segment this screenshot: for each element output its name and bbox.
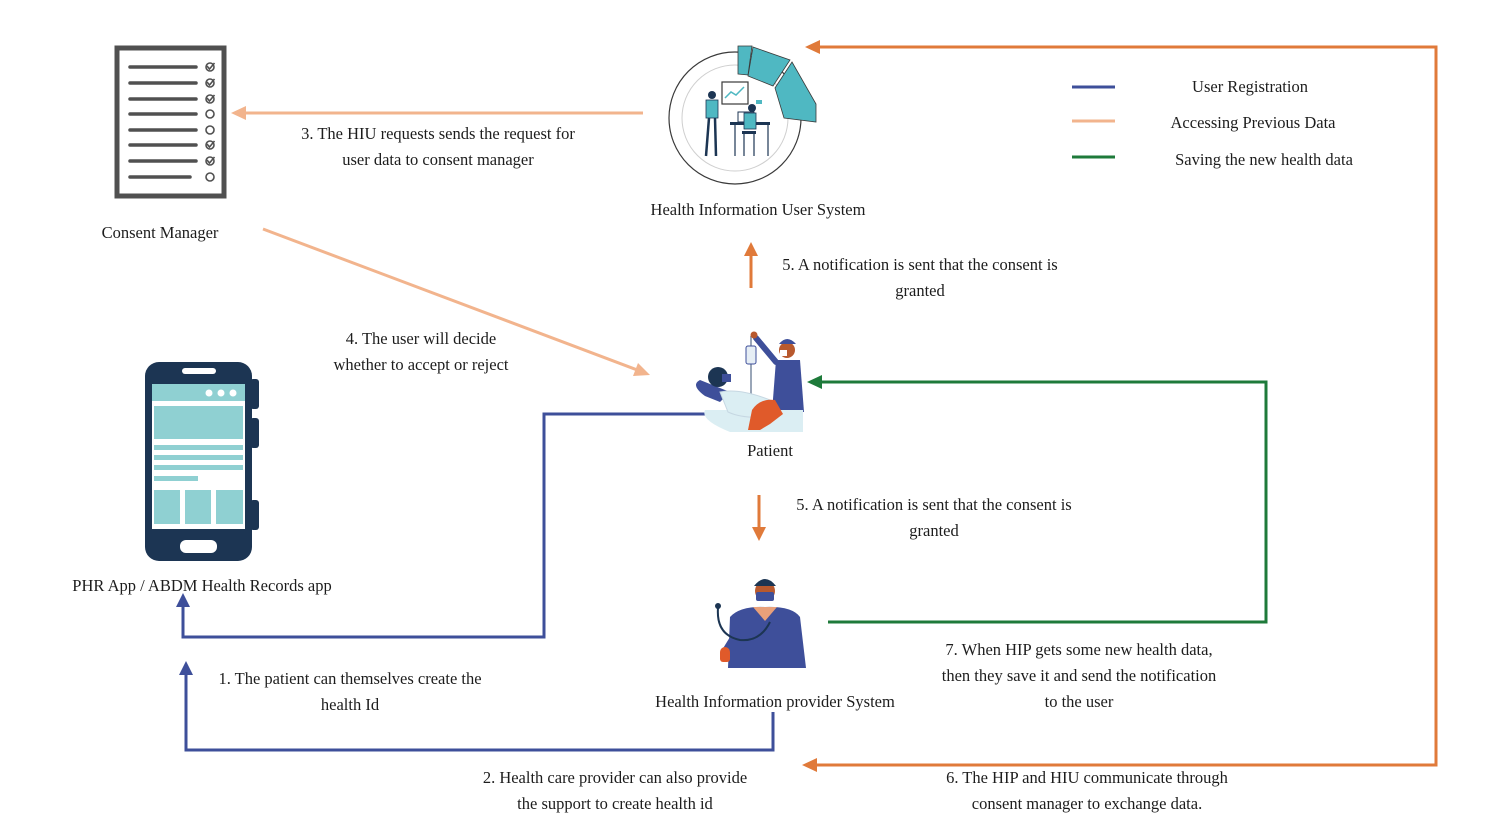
- peach-arrowhead-patient: [633, 363, 650, 376]
- consent-manager-label: Consent Manager: [101, 223, 219, 242]
- hiu-label: Health Information User System: [650, 200, 866, 219]
- step-7-annotation: 7. When HIP gets some new health data,th…: [941, 640, 1217, 711]
- orange-loop-line: [812, 45, 1438, 767]
- hip-label: Health Information provider System: [655, 692, 895, 711]
- step-1-annotation: 1. The patient can themselves create the…: [218, 669, 482, 714]
- orange-down-arrowhead: [752, 527, 766, 541]
- peach-arrowhead-consent: [231, 106, 246, 120]
- step-3-annotation: 3. The HIU requests sends the request fo…: [301, 124, 575, 169]
- blue-hip-to-app-line: [184, 673, 775, 752]
- legend-label-accessing-previous-data: Accessing Previous Data: [1170, 113, 1336, 132]
- peach-consent-to-patient-line: [262, 227, 641, 373]
- blue-arrowhead-app: [176, 593, 190, 607]
- legend-label-user-registration: User Registration: [1192, 77, 1308, 96]
- patient-label: Patient: [747, 441, 793, 460]
- legend-label-saving-new-health-data: Saving the new health data: [1175, 150, 1353, 169]
- orange-up-arrowhead: [744, 242, 758, 256]
- orange-arrowhead-hip: [802, 758, 817, 772]
- blue-arrowhead-step1: [179, 661, 193, 675]
- green-arrowhead-patient: [807, 375, 822, 389]
- green-hip-to-patient-line: [818, 380, 1268, 624]
- blue-patient-to-app-line: [181, 412, 712, 639]
- phr-app-label: PHR App / ABDM Health Records app: [72, 576, 332, 595]
- step-2-annotation: 2. Health care provider can also provide…: [482, 768, 748, 813]
- step-5-upper-annotation: 5. A notification is sent that the conse…: [782, 255, 1058, 300]
- step-5-lower-annotation: 5. A notification is sent that the conse…: [796, 495, 1072, 540]
- orange-arrowhead-hiu: [805, 40, 820, 54]
